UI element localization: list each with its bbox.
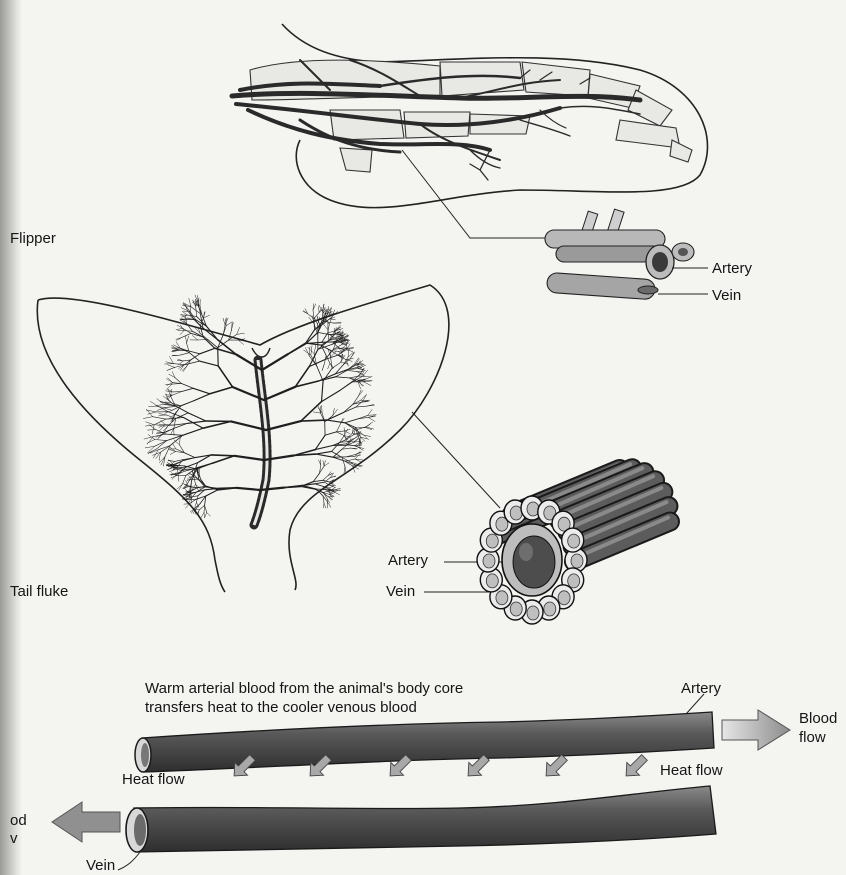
tail-fluke-illustration — [37, 285, 500, 592]
blood-flow-right-label-2: flow — [799, 729, 826, 746]
blood-flow-arrow-right — [722, 710, 790, 750]
flipper-artery-label: Artery — [712, 260, 752, 277]
flipper-vessel-bundle — [545, 209, 708, 300]
heat-flow-left-label: Heat flow — [122, 771, 185, 788]
flipper-vein-label: Vein — [712, 287, 741, 304]
tail-fluke-label: Tail fluke — [10, 583, 68, 600]
tail-fluke-vessel-bundle — [424, 464, 670, 624]
flipper-label: Flipper — [10, 230, 56, 247]
bottom-vein-label: Vein — [86, 857, 115, 874]
tail-fluke-outline — [37, 285, 449, 592]
caption-line-2: transfers heat to the cooler venous bloo… — [145, 698, 417, 717]
heat-flow-right-label: Heat flow — [660, 762, 723, 779]
blood-flow-left-label-2: v — [10, 830, 18, 847]
fluke-artery-label: Artery — [388, 552, 428, 569]
blood-flow-arrow-left — [52, 802, 120, 842]
bottom-artery-label: Artery — [681, 680, 721, 697]
caption-line-1: Warm arterial blood from the animal's bo… — [145, 679, 463, 698]
flipper-leader-line — [402, 150, 548, 238]
fluke-vein-label: Vein — [386, 583, 415, 600]
blood-flow-right-label-1: Blood — [799, 710, 837, 727]
tail-fluke-leader-line — [412, 412, 500, 508]
blood-flow-left-label-1: od — [10, 812, 27, 829]
flipper-illustration — [232, 24, 708, 238]
vein-tube — [118, 786, 716, 870]
